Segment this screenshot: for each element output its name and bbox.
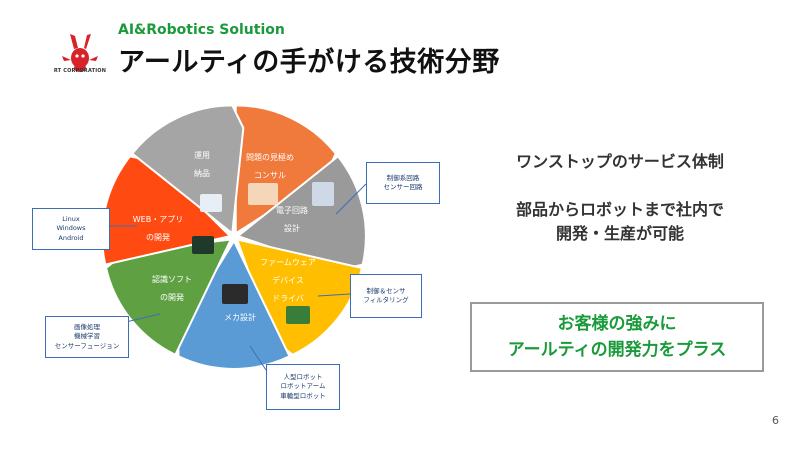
callout-text: フィルタリング xyxy=(363,296,409,304)
callout-text: 制御＆センサ xyxy=(366,286,406,295)
callout-text: 人型ロボット xyxy=(283,372,323,381)
segment-label: ドライバ xyxy=(272,294,304,303)
connector-line-control xyxy=(317,293,351,297)
rt-logo-icon xyxy=(62,34,98,72)
page-subtitle: AI&Robotics Solution xyxy=(118,22,285,38)
callout-text: 機械学習 xyxy=(74,332,100,341)
callout-circuit: 制御系回路 センサー回路 xyxy=(366,162,440,204)
code-screen-icon xyxy=(192,236,214,254)
connector-line-circuit xyxy=(335,183,367,215)
consulting-people-icon xyxy=(248,183,278,205)
segment-label: の開発 xyxy=(160,293,184,302)
mechanical-engineer-icon xyxy=(222,284,248,304)
in-house-text-2: 開発・生産が可能 xyxy=(555,224,684,243)
callout-robot: 人型ロボット ロボットアーム 車輪型ロボット xyxy=(266,364,340,410)
segment-label: 設計 xyxy=(284,223,300,233)
highlight-text-2: アールティの開発力をプラス xyxy=(507,340,727,360)
segment-label: メカ設計 xyxy=(224,312,256,322)
network-diagram-icon xyxy=(200,194,222,212)
callout-control: 制御＆センサ フィルタリング xyxy=(350,274,422,318)
circuit-board-icon xyxy=(286,306,310,324)
callout-text: Windows xyxy=(56,224,86,233)
connector-line-robot xyxy=(249,345,267,371)
segment-label: 認識ソフト xyxy=(152,274,192,284)
callout-text: Android xyxy=(58,233,84,242)
callout-text: センサー回路 xyxy=(383,183,423,191)
callout-os: Linux Windows Android xyxy=(32,208,110,250)
logo-text: RT CORPORATION xyxy=(53,68,107,74)
segment-label: 問題の見極め xyxy=(246,152,294,162)
page-title: アールティの手がける技術分野 xyxy=(118,47,500,78)
engineer-icon xyxy=(312,182,334,206)
segment-label: 納品 xyxy=(194,168,210,178)
segment-mechanical-design xyxy=(177,238,291,370)
segment-label: の開発 xyxy=(146,233,170,242)
segment-label: デバイス xyxy=(272,275,304,285)
highlight-box: お客様の強みに アールティの開発力をプラス xyxy=(470,302,764,372)
connector-line-image xyxy=(125,313,161,323)
callout-text: 車輪型ロボット xyxy=(280,391,326,400)
callout-image: 画像処理 機械学習 センサーフュージョン xyxy=(45,316,129,358)
segment-label: コンサル xyxy=(254,171,286,180)
callout-text: センサーフュージョン xyxy=(54,341,120,350)
segment-label: 電子回路 xyxy=(276,205,308,215)
callout-text: ロボットアーム xyxy=(280,382,326,391)
highlight-text-1: お客様の強みに xyxy=(557,313,677,334)
segment-label: 運用 xyxy=(194,151,210,160)
in-house-text-1: 部品からロボットまで社内で xyxy=(515,200,724,219)
one-stop-text: ワンストップのサービス体制 xyxy=(516,152,724,171)
callout-text: Linux xyxy=(62,214,80,223)
page-number: 6 xyxy=(772,414,779,427)
callout-text: 制御系回路 xyxy=(386,173,420,182)
segment-recognition-software xyxy=(104,238,233,357)
segment-label: WEB・アプリ xyxy=(133,215,183,224)
segment-label: ファームウェア xyxy=(260,258,316,267)
callout-text: 画像処理 xyxy=(74,322,100,331)
